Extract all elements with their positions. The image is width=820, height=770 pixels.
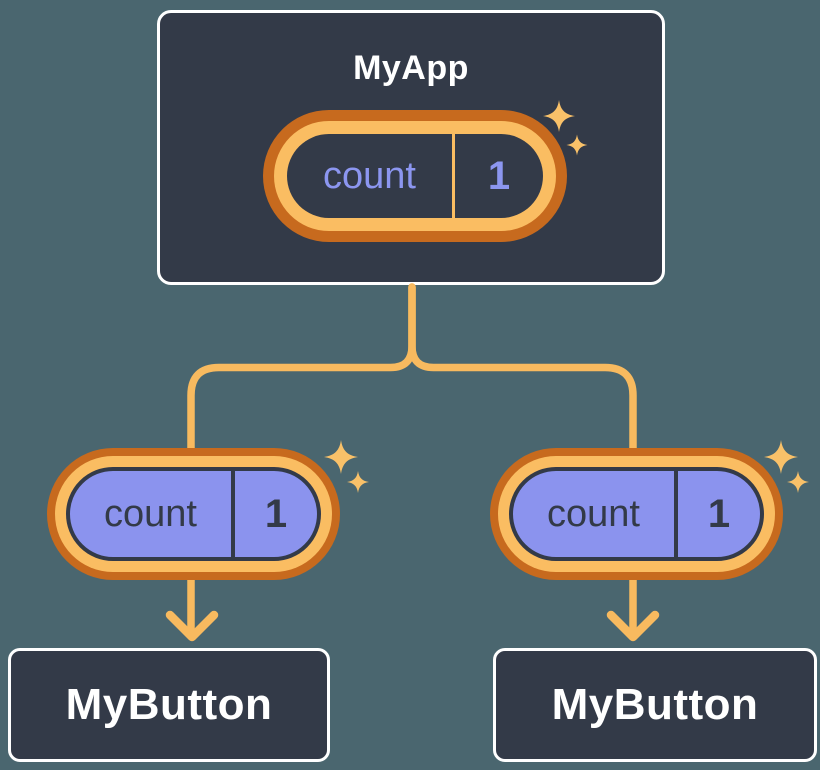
- pill-ring: count 1: [274, 121, 556, 231]
- node-title: MyButton: [65, 680, 273, 729]
- pill-ring: count 1: [498, 456, 775, 572]
- component-node-mybutton-left: MyButton: [8, 648, 330, 762]
- state-pill-myapp: count 1: [263, 110, 567, 242]
- node-title: MyButton: [551, 680, 759, 729]
- pill-body: count 1: [287, 134, 543, 218]
- pill-divider: [452, 134, 455, 218]
- pill-ring: count 1: [55, 456, 332, 572]
- state-name: count: [323, 154, 416, 197]
- state-value: 1: [707, 491, 731, 536]
- node-title: MyApp: [353, 49, 469, 87]
- state-name: count: [547, 492, 640, 535]
- pill-divider: [674, 471, 678, 557]
- arrow-down-icon: [165, 610, 219, 642]
- state-pill-mybutton-right: count 1: [490, 448, 783, 580]
- pill-body: count 1: [509, 467, 764, 561]
- state-value: 1: [487, 153, 511, 198]
- pill-body: count 1: [66, 467, 321, 561]
- state-pill-mybutton-left: count 1: [47, 448, 340, 580]
- component-node-mybutton-right: MyButton: [493, 648, 817, 762]
- state-name: count: [104, 492, 197, 535]
- state-value: 1: [264, 491, 288, 536]
- arrow-down-icon: [606, 610, 660, 642]
